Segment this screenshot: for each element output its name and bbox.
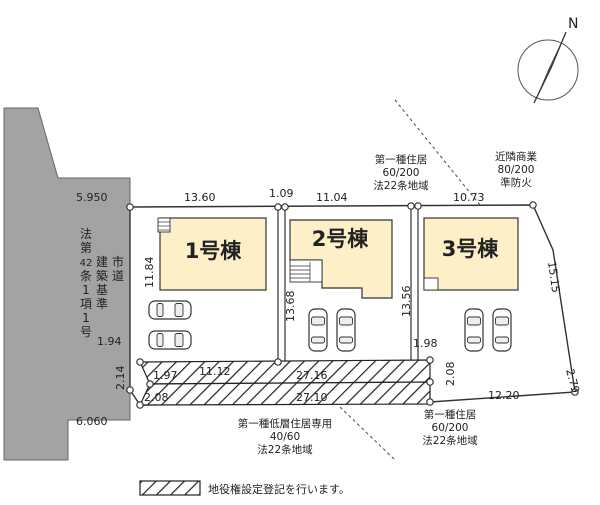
svg-text:第: 第 xyxy=(80,241,92,255)
dim-easement-lower-left: 2.08 xyxy=(144,391,169,404)
svg-text:法22条地域: 法22条地域 xyxy=(422,434,478,447)
legend-text: 地役権設定登記を行います。 xyxy=(208,482,350,496)
building-2 xyxy=(289,219,393,299)
dim-lot2-left: 13.68 xyxy=(284,291,297,323)
dim-bottom-left-road: 6.060 xyxy=(76,415,108,428)
dim-top-left-road: 5.950 xyxy=(76,191,108,204)
legend-hatch-swatch xyxy=(139,480,201,496)
dim-right-slope: 15.15 xyxy=(545,261,562,294)
dim-lot1-left: 11.84 xyxy=(143,257,156,289)
zone-boundary-south xyxy=(339,406,396,461)
svg-text:近隣商業: 近隣商業 xyxy=(495,150,537,163)
svg-text:項: 項 xyxy=(80,297,92,311)
svg-text:準: 準 xyxy=(96,296,108,311)
svg-text:法: 法 xyxy=(80,227,92,241)
dim-bottom-right: 12.20 xyxy=(488,389,520,402)
car-icon xyxy=(336,308,356,352)
building-3 xyxy=(423,217,519,291)
zone-south-right: 第一種住居 60/200 法22条地域 xyxy=(422,408,478,447)
lot-1-label: 1号棟 xyxy=(185,239,243,263)
svg-text:条: 条 xyxy=(80,269,92,283)
svg-text:法22条地域: 法22条地域 xyxy=(257,443,313,456)
svg-text:市: 市 xyxy=(112,254,124,269)
car-icon xyxy=(492,308,512,352)
road-label: 法 第 42 条 1 項 1 号 建 築 基 準 市 道 xyxy=(80,227,124,339)
svg-text:60/200: 60/200 xyxy=(432,422,469,434)
svg-text:第一種住居: 第一種住居 xyxy=(375,153,428,166)
svg-text:第一種住居: 第一種住居 xyxy=(424,408,477,421)
svg-text:基: 基 xyxy=(96,283,108,297)
road-area xyxy=(3,107,131,461)
dim-lot1-top: 13.60 xyxy=(184,191,216,204)
svg-text:法22条地域: 法22条地域 xyxy=(373,179,429,192)
svg-text:準防火: 準防火 xyxy=(500,176,532,189)
dim-lot2-top: 11.04 xyxy=(316,191,348,204)
svg-text:号: 号 xyxy=(80,325,92,339)
dim-right-corner: 2.79 xyxy=(563,367,582,394)
zone-north-mid: 第一種住居 60/200 法22条地域 xyxy=(373,153,429,192)
lot-3-label: 3号棟 xyxy=(442,237,500,261)
easement-strip-upper xyxy=(139,359,431,385)
dim-right-vertical: 2.08 xyxy=(444,362,457,387)
car-icon xyxy=(148,330,192,350)
car-icon xyxy=(148,300,192,320)
svg-text:第一種低層住居専用: 第一種低層住居専用 xyxy=(238,417,333,430)
zone-north-right: 近隣商業 80/200 準防火 xyxy=(495,150,537,189)
svg-text:道: 道 xyxy=(112,269,124,283)
dim-easement-upper-left: 1.97 xyxy=(153,369,178,382)
svg-text:80/200: 80/200 xyxy=(498,164,535,176)
zone-south-left: 第一種低層住居専用 40/60 法22条地域 xyxy=(238,417,333,456)
dim-lot3-top: 10.73 xyxy=(453,191,485,204)
dim-easement-upper-right: 27.16 xyxy=(296,369,328,382)
lot-2-label: 2号棟 xyxy=(312,227,370,251)
svg-text:40/60: 40/60 xyxy=(270,431,300,443)
dim-left-bottom: 2.14 xyxy=(114,366,127,391)
dim-left-small: 1.94 xyxy=(97,335,122,348)
zone-boundary-north xyxy=(394,99,481,206)
dim-right-mid: 1.98 xyxy=(413,337,438,350)
svg-text:60/200: 60/200 xyxy=(383,167,420,179)
dim-easement-lower-right: 27.10 xyxy=(296,391,328,404)
svg-text:築: 築 xyxy=(96,268,108,283)
svg-text:建: 建 xyxy=(96,255,108,269)
dim-lot3-left: 13.56 xyxy=(400,286,413,318)
easement-strip-lower xyxy=(139,381,431,406)
north-label: N xyxy=(568,16,578,32)
svg-text:1: 1 xyxy=(82,311,90,325)
dim-gap-top: 1.09 xyxy=(269,187,294,200)
survey-points xyxy=(126,201,579,409)
dim-easement-upper-mid: 11.12 xyxy=(199,365,231,378)
compass-icon xyxy=(517,31,579,104)
svg-text:1: 1 xyxy=(82,283,90,297)
svg-text:42: 42 xyxy=(80,258,93,269)
car-icon xyxy=(308,308,328,352)
building-1 xyxy=(157,217,267,291)
car-icon xyxy=(464,308,484,352)
